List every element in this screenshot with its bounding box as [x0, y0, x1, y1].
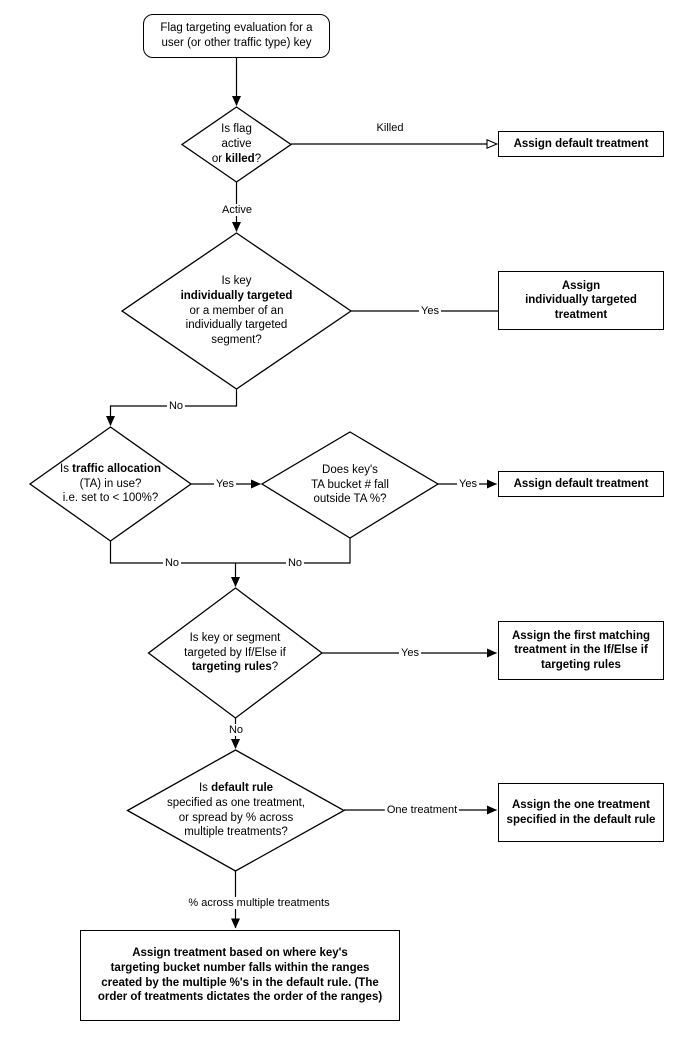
decision-traffic-allocation-shape	[28, 426, 193, 542]
decision-targeting-rules-shape	[147, 587, 324, 719]
edge-label-rules-no: No	[226, 724, 246, 736]
edge-label-killed: Killed	[374, 122, 406, 134]
edge-label-targeted-yes: Yes	[419, 305, 441, 317]
outcome-individually-targeted-treatment: Assign individually targeted treatment	[498, 271, 664, 330]
edge-label-targeted-no: No	[166, 400, 186, 412]
outcome-default-treatment-ta: Assign default treatment	[498, 471, 664, 497]
edge-label-multi-treatments: % across multiple treatments	[186, 897, 332, 909]
edge-label-bucket-yes: Yes	[457, 478, 479, 490]
decision-ta-bucket-shape	[260, 431, 440, 539]
edge-label-rules-yes: Yes	[399, 647, 421, 659]
outcome-treatment-by-ranges: Assign treatment based on where key's ta…	[80, 930, 400, 1021]
outcome-first-matching-treatment: Assign the first matching treatment in t…	[498, 621, 664, 680]
edge-label-ta-yes: Yes	[214, 478, 236, 490]
decision-flag-active-shape	[180, 106, 293, 183]
decision-default-rule-shape	[126, 749, 346, 872]
start-node: Flag targeting evaluation for a user (or…	[143, 14, 330, 58]
outcome-default-treatment-killed: Assign default treatment	[498, 131, 664, 157]
outcome-one-treatment: Assign the one treatment specified in th…	[498, 783, 664, 842]
edge-label-bucket-no: No	[285, 557, 305, 569]
edge-label-active: Active	[220, 204, 254, 216]
edge-label-ta-no: No	[162, 557, 182, 569]
edge-label-one-treatment: One treatment	[384, 804, 460, 816]
edge-ta-no	[109, 541, 236, 564]
decision-individually-targeted-shape	[120, 232, 353, 390]
edge-bucket-no	[235, 538, 351, 564]
